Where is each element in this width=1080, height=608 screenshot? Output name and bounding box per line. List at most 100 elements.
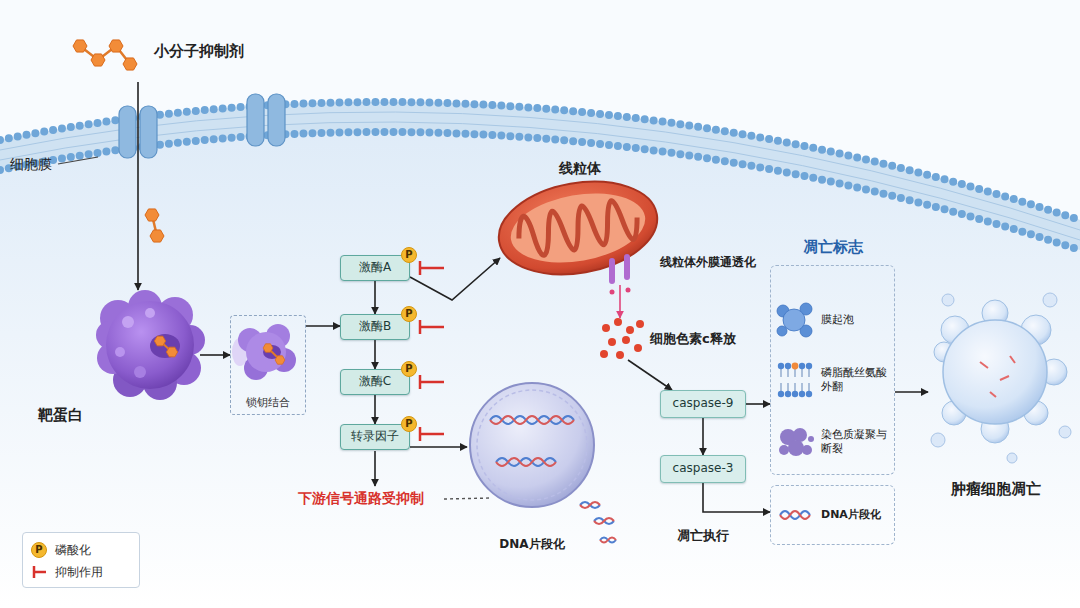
phosphatidylserine-icon <box>778 391 784 397</box>
cytochrome-c <box>626 326 634 334</box>
dna-icon <box>780 511 810 519</box>
cell-label: 肿瘤细胞凋亡 <box>928 296 1063 499</box>
layout-arrow <box>374 451 376 486</box>
connector-arrow <box>410 446 467 448</box>
dna-fragment <box>600 538 616 543</box>
phosphatidylserine-icon <box>799 363 805 369</box>
hallmark-item: 膜起泡 <box>777 296 889 344</box>
nucleus <box>496 458 556 466</box>
nucleus <box>496 458 556 466</box>
apoptotic-cell <box>1059 426 1071 438</box>
inhibition-bar <box>420 267 444 270</box>
mitochondrion <box>515 197 640 259</box>
nucleus <box>490 416 574 424</box>
inhibitor-molecule <box>73 40 164 242</box>
target-protein <box>166 347 177 357</box>
phospho-badge: P <box>401 361 417 377</box>
inhibition-bar <box>420 326 444 329</box>
dna-fragment <box>600 538 616 543</box>
phospho-badge: P <box>401 306 417 322</box>
kinase-label: 激酶C <box>349 370 401 393</box>
phosphatidylserine-icon <box>787 368 788 377</box>
connector-arrow <box>746 403 770 405</box>
phosphatidylserine-icon <box>780 383 781 392</box>
membrane-pore <box>609 258 615 284</box>
kinase-label: 激酶B <box>349 315 401 338</box>
connector-arrow <box>628 360 672 390</box>
membrane-pore <box>624 254 630 280</box>
chromatin-icon <box>802 445 812 455</box>
connector-arrow <box>702 418 704 455</box>
target-protein <box>106 301 194 389</box>
dna-fragment <box>580 502 600 508</box>
apoptotic-cell <box>1007 453 1017 463</box>
phospho-badge: P <box>401 416 417 432</box>
inhibition-bar <box>419 375 422 389</box>
cytochrome-c <box>608 338 616 346</box>
dna-fragment <box>594 518 614 524</box>
target-protein <box>122 316 134 328</box>
hallmark-item: 染色质凝聚与断裂 <box>777 418 889 468</box>
phosphatidylserine-icon <box>792 391 798 397</box>
phosphatidylserine-icon <box>792 363 799 370</box>
layout-arrow <box>58 157 98 164</box>
mitochondrion <box>491 170 664 286</box>
phosphatidylserine-icon <box>785 391 791 397</box>
mito-callout: 线粒体外膜通透化 <box>660 254 756 271</box>
connector-arrow <box>619 285 621 318</box>
factor-label: 转录因子 <box>349 425 401 448</box>
connector-arrow <box>703 483 770 512</box>
kinase-label: 激酶A <box>349 256 401 279</box>
nucleus <box>490 416 574 424</box>
connector-arrow <box>374 395 376 424</box>
panel-label: DNA片段化 <box>771 486 894 543</box>
phosphatidylserine-icon <box>778 363 812 398</box>
chromatin-icon <box>779 428 814 456</box>
legend-row: 磷酸化 <box>31 539 131 561</box>
hallmark-panel: 凋亡标志膜起泡磷脂酰丝氨酸外翻染色质凝聚与断裂 <box>770 265 895 475</box>
cytochrome-c <box>602 324 610 332</box>
legend-inhibit-symbol <box>33 566 36 578</box>
inhibitor-label: 小分子抑制剂 <box>62 30 262 61</box>
legend-label: 磷酸化 <box>55 542 91 559</box>
blebbing-icon <box>783 309 805 331</box>
organelle-label: 线粒体 <box>500 160 660 178</box>
nucleus <box>477 390 587 500</box>
connector-arrow <box>200 354 230 356</box>
inset-label: 锁钥结合 <box>231 316 305 410</box>
panel-title: 凋亡标志 <box>771 238 894 257</box>
layout-arrow <box>444 498 492 499</box>
binding-closeup <box>232 324 296 380</box>
inhibition-bar <box>420 261 444 441</box>
edge-label: 凋亡执行 <box>677 527 729 545</box>
layout-arrow <box>58 157 492 499</box>
kinase-box: 激酶CP <box>340 369 410 395</box>
binding-closeup <box>246 332 286 372</box>
connector-arrow <box>137 82 139 290</box>
hallmark-label: 膜起泡 <box>777 296 889 344</box>
hallmark-label: 磷脂酰丝氨酸外翻 <box>777 350 889 395</box>
phosphatidylserine-icon <box>785 363 791 369</box>
caspase-box: caspase-3 <box>660 455 746 483</box>
phosphatidylserine-icon <box>794 383 795 392</box>
inhibition-bar <box>419 261 422 275</box>
inhibition-bar <box>420 433 444 436</box>
inhibition-bar <box>419 320 422 334</box>
mitochondrion <box>491 170 664 286</box>
apoptotic-cell <box>931 433 945 447</box>
inhibition-bar <box>420 381 444 384</box>
target-protein <box>96 290 205 400</box>
dna-fragment <box>580 502 616 543</box>
nucleus-node: DNA片段化 <box>467 383 597 553</box>
inhibitor-molecule <box>145 209 159 221</box>
phosphatidylserine-icon <box>801 368 802 377</box>
apoptotic-cell <box>1043 293 1057 307</box>
phosphatidylserine-icon <box>801 383 802 392</box>
apoptotic-cell <box>980 356 1015 397</box>
phosphatidylserine-icon <box>806 363 812 369</box>
membrane-pore <box>626 288 631 293</box>
phosphatidylserine-icon <box>806 391 812 397</box>
